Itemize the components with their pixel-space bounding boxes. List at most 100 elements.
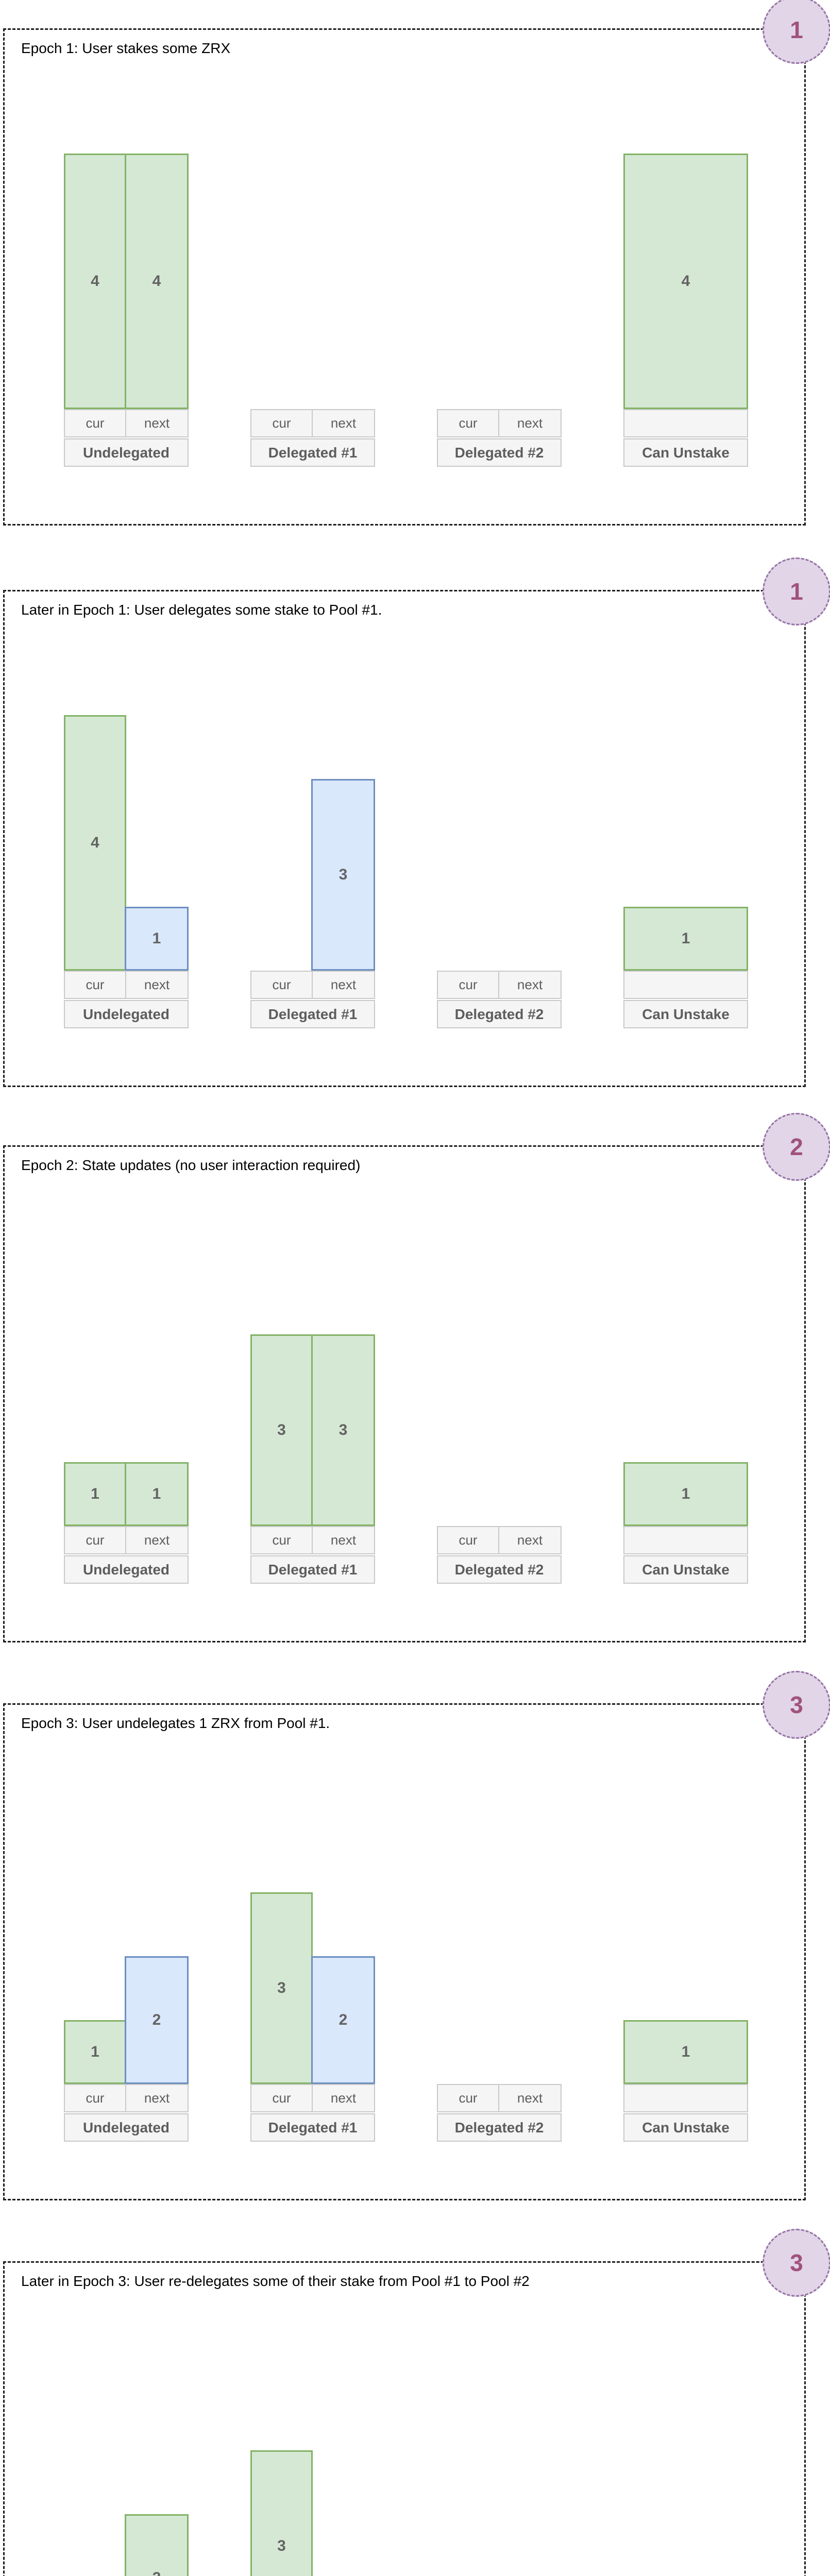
stake-bar: 1 — [125, 1462, 189, 1526]
panel-title: Later in Epoch 3: User re-delegates some… — [21, 2273, 530, 2289]
epoch-badge-number: 2 — [790, 1133, 803, 1160]
bar-value: 4 — [91, 273, 99, 290]
group-label-row: Can Unstake — [623, 438, 748, 467]
column-header-cell-cur: cur — [64, 971, 126, 999]
column-header-cell-next: next — [499, 2084, 562, 2112]
bar-value: 3 — [338, 1421, 348, 1438]
epoch-badge: 3 — [763, 2229, 830, 2297]
group-label: Undelegated — [64, 2113, 189, 2142]
group-label: Undelegated — [64, 438, 189, 467]
column-header-row — [623, 409, 748, 437]
group-label-row: Undelegated — [64, 438, 189, 467]
group-label: Delegated #2 — [437, 438, 562, 467]
stake-bar: 3 — [250, 1892, 313, 2084]
group-label: Delegated #1 — [250, 1555, 375, 1584]
bar-value: 4 — [91, 834, 99, 851]
stake-bar: 1 — [623, 907, 748, 971]
group-label-row: Delegated #2 — [437, 438, 562, 467]
column-header-cell-cur: cur — [64, 409, 126, 437]
group-label-row: Undelegated — [64, 2113, 189, 2142]
group-label-row: Undelegated — [64, 1555, 189, 1584]
group-label-row: Delegated #1 — [250, 2113, 375, 2142]
spacer-box — [623, 409, 748, 437]
stake-bar: 1 — [623, 2020, 748, 2084]
group-label-row: Can Unstake — [623, 2113, 748, 2142]
group-label-row: Can Unstake — [623, 1555, 748, 1584]
group-label: Can Unstake — [623, 438, 748, 467]
column-header-cell-cur: cur — [437, 2084, 499, 2112]
group-label: Delegated #2 — [437, 1555, 562, 1584]
stake-bar: 1 — [623, 1462, 748, 1526]
column-header-cell-cur: cur — [64, 1526, 126, 1554]
bar-value: 1 — [681, 1485, 690, 1502]
spacer-box — [623, 1526, 748, 1554]
bar-value: 3 — [277, 1421, 286, 1438]
bar-value: 1 — [681, 930, 690, 947]
column-header-row — [623, 971, 748, 999]
stake-bar: 4 — [64, 715, 126, 971]
group-label: Can Unstake — [623, 1555, 748, 1584]
bar-value: 4 — [152, 273, 161, 290]
column-header-cell-next: next — [126, 2084, 189, 2112]
column-header-cell-next: next — [313, 1526, 375, 1554]
group-label: Can Unstake — [623, 2113, 748, 2142]
column-header-cell-next: next — [313, 971, 375, 999]
column-header-row — [623, 2084, 748, 2112]
bar-value: 1 — [152, 1485, 161, 1502]
column-header-cell-cur: cur — [437, 1526, 499, 1554]
epoch-badge-number: 1 — [790, 578, 803, 605]
group-label-row: Delegated #1 — [250, 438, 375, 467]
panel-title: Epoch 3: User undelegates 1 ZRX from Poo… — [21, 1715, 330, 1731]
column-header-cell-next: next — [126, 971, 189, 999]
group-label-row: Delegated #2 — [437, 1000, 562, 1028]
stake-bar: 1 — [64, 1462, 126, 1526]
group-label: Delegated #1 — [250, 2113, 375, 2142]
bar-value: 1 — [91, 2043, 99, 2060]
group-label-row: Delegated #1 — [250, 1000, 375, 1028]
stake-bar: 4 — [64, 154, 126, 409]
stake-bar: 1 — [64, 2020, 126, 2084]
column-header-cell-next: next — [499, 1526, 562, 1554]
group-label: Delegated #2 — [437, 2113, 562, 2142]
epoch-badge: 1 — [763, 0, 830, 64]
group-label-row: Undelegated — [64, 1000, 189, 1028]
bar-value: 3 — [338, 866, 348, 883]
group-label-row: Delegated #2 — [437, 2113, 562, 2142]
stake-bar: 4 — [125, 154, 189, 409]
epoch-badge-number: 3 — [790, 2249, 803, 2276]
panel-title: Epoch 2: State updates (no user interact… — [21, 1157, 361, 1173]
stake-bar: 3 — [311, 779, 375, 971]
column-header-cell-cur: cur — [250, 971, 313, 999]
bar-value: 1 — [681, 2043, 690, 2060]
stake-bar: 2 — [125, 1956, 189, 2084]
stake-bar: 1 — [125, 907, 189, 971]
epoch-badge: 1 — [763, 557, 830, 625]
epoch-badge: 3 — [763, 1671, 830, 1739]
column-header-cell-next: next — [499, 409, 562, 437]
column-header-row — [623, 1526, 748, 1554]
column-header-cell-cur: cur — [437, 971, 499, 999]
bar-value: 1 — [152, 930, 161, 947]
panel-title: Epoch 1: User stakes some ZRX — [21, 40, 231, 56]
bar-value: 3 — [277, 1979, 286, 1996]
column-header-cell-next: next — [126, 1526, 189, 1554]
bar-value: 1 — [91, 1485, 99, 1502]
column-header-cell-next: next — [313, 2084, 375, 2112]
column-header-cell-cur: cur — [64, 2084, 126, 2112]
group-label: Delegated #1 — [250, 438, 375, 467]
